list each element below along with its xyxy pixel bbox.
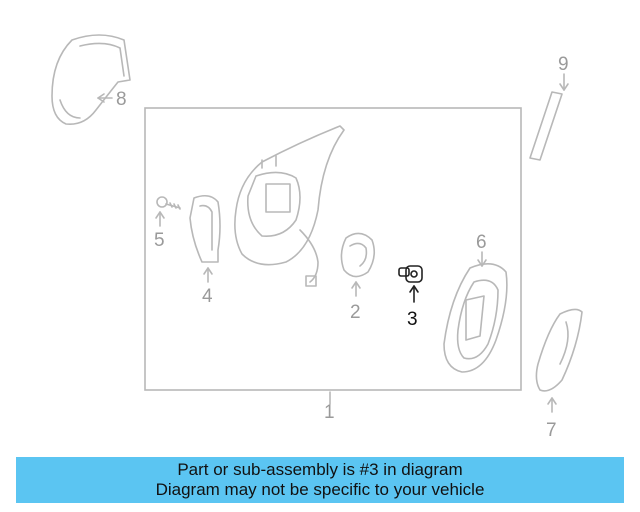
callout-2: 2 — [350, 302, 361, 323]
part-5-screw[interactable] — [155, 196, 181, 227]
banner-line-2: Diagram may not be specific to your vehi… — [155, 480, 485, 499]
part-7-turn-signal[interactable] — [535, 308, 583, 413]
part-6-mirror-glass[interactable] — [443, 251, 508, 373]
callout-7: 7 — [546, 420, 557, 441]
part-3-clip[interactable] — [398, 265, 423, 303]
callout-1: 1 — [324, 402, 335, 423]
callout-6: 6 — [476, 232, 487, 253]
banner-line-1: Part or sub-assembly is #3 in diagram — [177, 460, 463, 479]
part-1-mirror-housing[interactable] — [234, 125, 345, 405]
part-8-mirror-cover[interactable] — [51, 34, 131, 126]
callout-3: 3 — [407, 309, 418, 330]
part-9-trim-strip[interactable] — [529, 73, 569, 161]
callout-8: 8 — [116, 89, 127, 110]
callout-4: 4 — [202, 286, 213, 307]
part-2-motor[interactable] — [340, 232, 376, 297]
info-banner: Part or sub-assembly is #3 in diagram Di… — [16, 457, 624, 503]
part-4-bracket[interactable] — [189, 194, 221, 283]
assembly-frame — [144, 107, 522, 391]
callout-9: 9 — [558, 54, 569, 75]
parts-diagram: 8 9 1 5 4 2 — [51, 34, 583, 441]
callout-5: 5 — [154, 230, 165, 251]
